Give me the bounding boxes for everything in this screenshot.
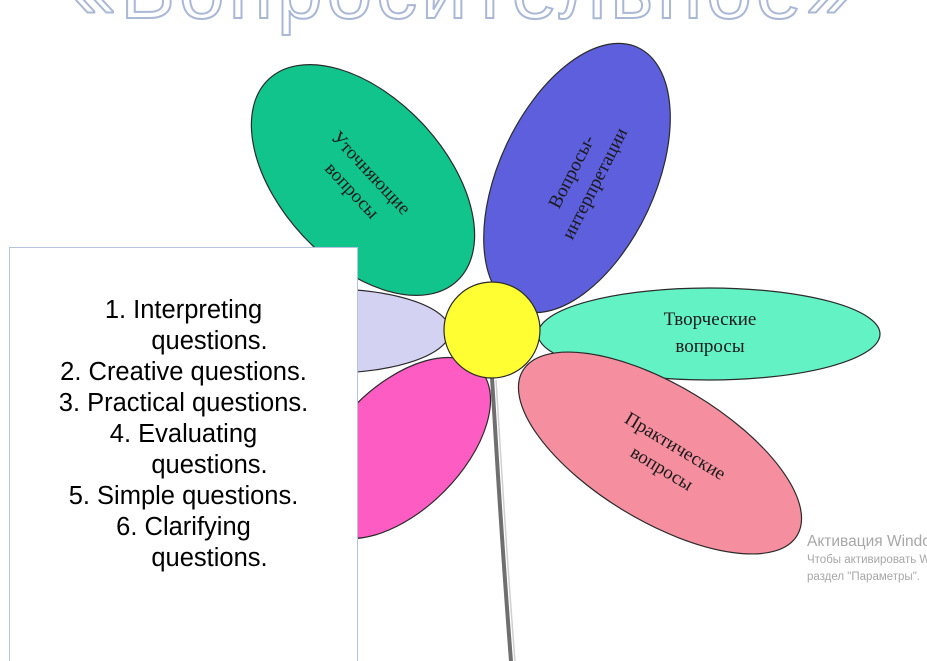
activation-watermark: Активация Windows Чтобы активировать Win… [807,532,927,586]
list-item-interpreting-cont: questions. [151,327,268,355]
flower-center [443,281,541,379]
list-item-practical: 3. Practical questions. [58,389,309,417]
list-item-evaluating: 4. Evaluating [109,420,258,448]
list-item-interpreting: 1. Interpreting [104,296,263,324]
activation-title: Активация Windows [807,533,927,550]
flower-stem [490,377,513,661]
list-item-creative: 2. Creative questions. [60,358,307,386]
petal-creative-label: Творческие вопросы [664,309,757,357]
list-item-simple: 5. Simple questions. [68,482,299,510]
list-item-clarifying-cont: questions. [151,544,268,572]
activation-line2: раздел "Параметры". [807,571,920,583]
flower-stem-highlight [495,379,516,661]
petal-creative-line2: вопросы [675,336,744,357]
petal-creative-line1: Творческие [664,309,757,330]
petal-clarifying [250,64,476,296]
activation-line1: Чтобы активировать Windows, перейдите в [807,554,927,566]
question-types-list: 1. Interpreting questions. 2. Creative q… [9,247,358,661]
slide-title: «Вопросительное» [71,0,856,36]
list-item-clarifying: 6. Clarifying [116,513,251,541]
petal-practical [517,351,803,555]
list-item-evaluating-cont: questions. [151,451,268,479]
